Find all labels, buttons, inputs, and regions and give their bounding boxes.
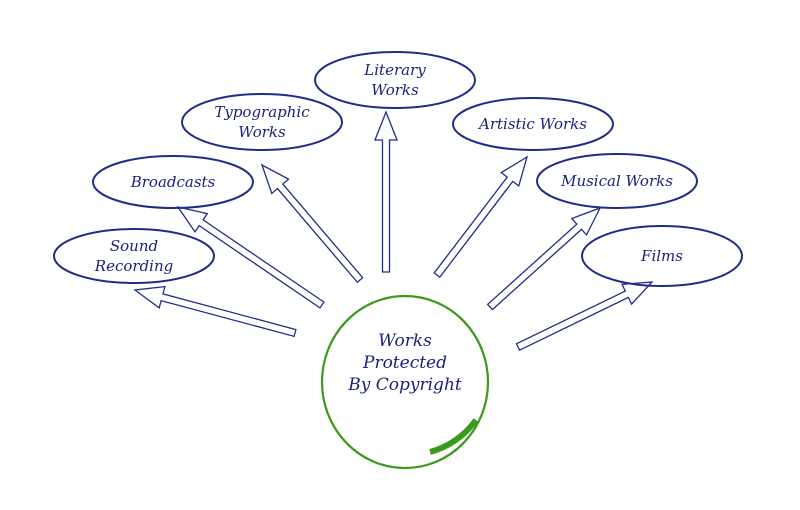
node-artistic-works: Artistic Works <box>452 97 614 151</box>
arrow-to-typographic-works <box>260 163 364 284</box>
node-ellipse <box>181 93 343 151</box>
node-films: Films <box>581 225 743 287</box>
node-label: Typographic <box>214 103 310 121</box>
node-label: Broadcasts <box>130 173 216 191</box>
node-ellipse <box>92 155 254 209</box>
node-label: Artistic Works <box>477 115 587 133</box>
center-line-2: Protected <box>362 353 447 373</box>
center-circle <box>320 294 490 470</box>
node-musical-works: Musical Works <box>536 153 698 209</box>
node-label: Works <box>371 81 419 99</box>
arrow-to-films <box>515 281 654 352</box>
center-line-1: Works <box>378 331 432 351</box>
center-line-3: By Copyright <box>347 375 462 395</box>
node-label: Films <box>640 247 683 265</box>
node-ellipse <box>581 225 743 287</box>
node-ellipse <box>452 97 614 151</box>
node-label: Musical Works <box>560 172 673 190</box>
node-broadcasts: Broadcasts <box>92 155 254 209</box>
arrow-to-sound-recording <box>133 285 297 338</box>
node-label: Literary <box>363 61 426 79</box>
node-label: Sound <box>110 237 158 255</box>
node-ellipse <box>314 51 476 109</box>
arrow-to-artistic-works <box>433 155 529 279</box>
node-ellipse <box>536 153 698 209</box>
center-node: Works Protected By Copyright <box>320 294 490 470</box>
node-label: Recording <box>94 257 173 275</box>
node-label: Works <box>238 123 286 141</box>
center-circle-stroke <box>429 418 479 455</box>
arrow-to-broadcasts <box>176 205 325 309</box>
arrow-to-musical-works <box>486 206 602 311</box>
arrow-to-literary-works <box>374 110 398 273</box>
node-ellipse <box>53 228 215 284</box>
